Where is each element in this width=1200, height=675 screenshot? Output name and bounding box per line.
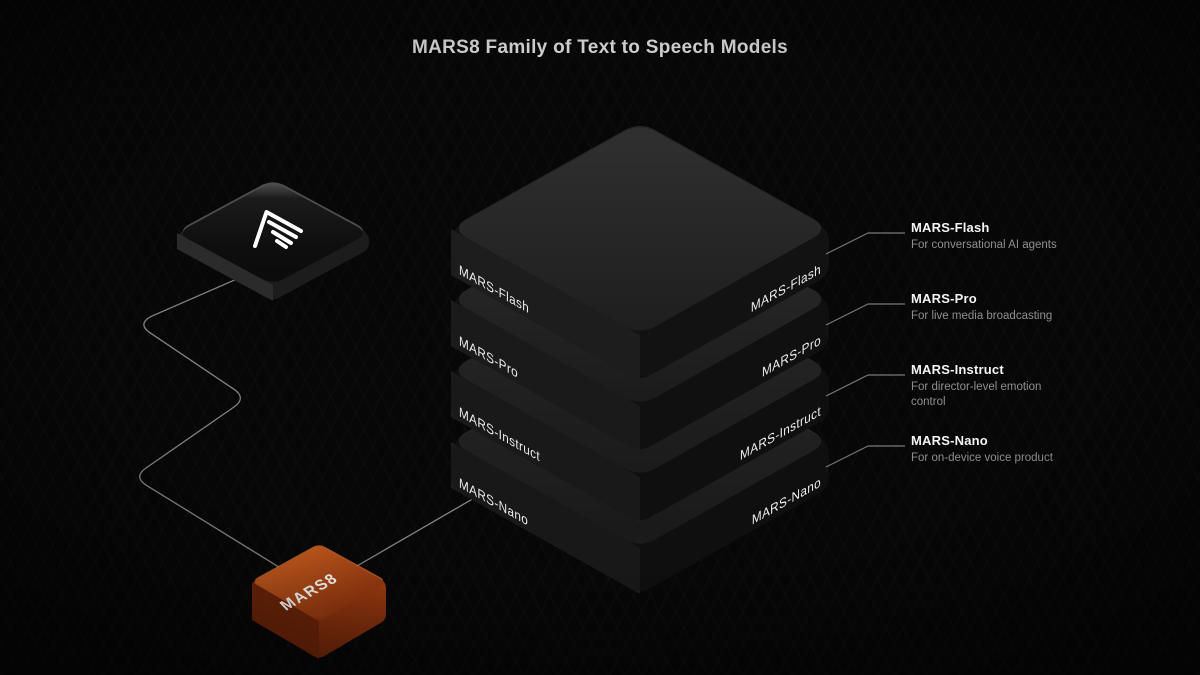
callout-description: For live media broadcasting (911, 310, 1053, 322)
callout-mars-instruct: MARS-Instruct For director-level emotion… (911, 362, 1081, 410)
callout-description: For director-level emotion control (911, 381, 1042, 408)
callout-title: MARS-Nano (911, 433, 988, 448)
callout-mars-nano: MARS-Nano For on-device voice product (911, 433, 1081, 466)
callout-mars-pro: MARS-Pro For live media broadcasting (911, 291, 1081, 324)
callout-description: For on-device voice product (911, 452, 1053, 464)
callout-connector-line (825, 303, 905, 326)
callout-connector-line (825, 445, 905, 468)
callout-connector-line (825, 374, 905, 397)
callout-description: For conversational AI agents (911, 239, 1057, 251)
logo-chip (177, 182, 369, 301)
callout-connector-line (825, 232, 905, 255)
callout-mars-flash: MARS-Flash For conversational AI agents (911, 220, 1081, 253)
callout-connector-lines (825, 232, 905, 468)
callout-title: MARS-Pro (911, 291, 977, 306)
callout-title: MARS-Instruct (911, 362, 1004, 377)
callout-title: MARS-Flash (911, 220, 990, 235)
